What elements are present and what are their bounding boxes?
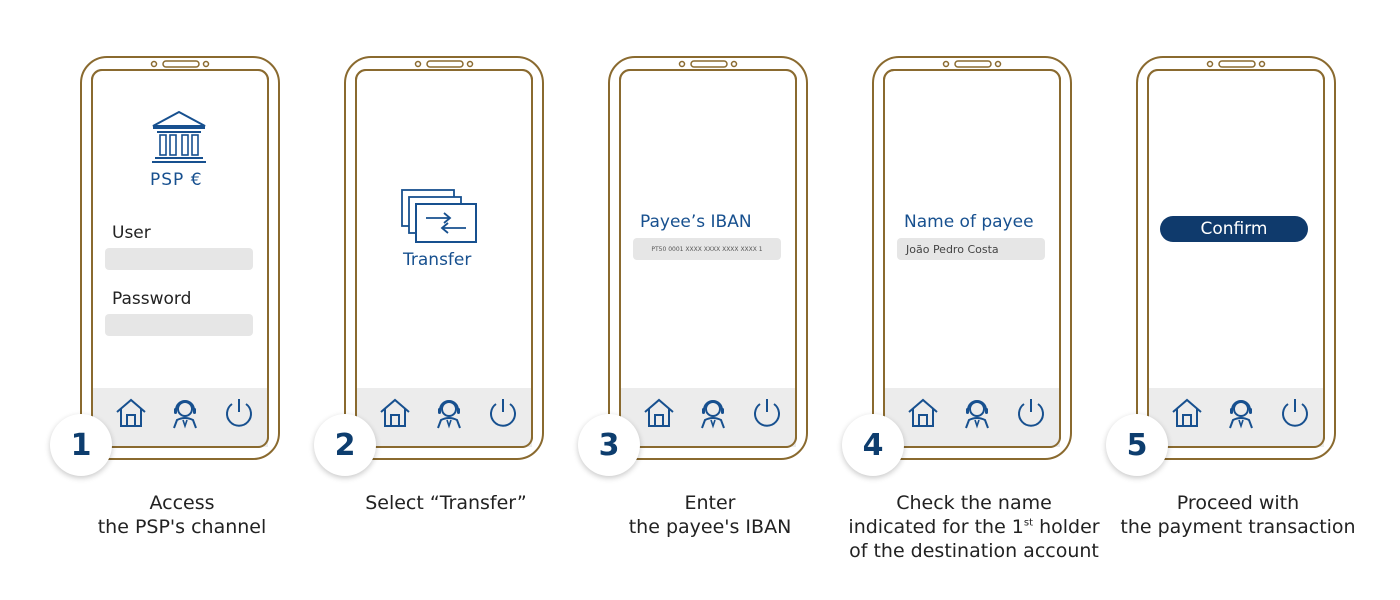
step-3: Payee’s IBAN PT50 0001 XXXX XXXX XXXX XX… (578, 0, 872, 600)
step-5: Confirm 5 Proceed with the payment trans… (1106, 0, 1400, 600)
step-number-badge: 2 (314, 414, 376, 476)
support-agent-icon[interactable] (696, 396, 730, 430)
nav-bar (108, 396, 288, 436)
user-input[interactable] (105, 248, 253, 270)
power-icon[interactable] (222, 396, 256, 430)
iban-title: Payee’s IBAN (640, 212, 752, 232)
home-icon[interactable] (642, 396, 676, 430)
bank-name: PSP € (150, 170, 203, 190)
step-caption: Enter the payee's IBAN (628, 492, 792, 538)
support-agent-icon[interactable] (960, 396, 994, 430)
step-4: Name of payee João Pedro Costa 4 Check t… (842, 0, 1136, 600)
nav-bar (900, 396, 1080, 436)
payee-name-field: João Pedro Costa (897, 238, 1045, 260)
step-caption: Check the name indicated for the 1st hol… (848, 492, 1100, 562)
support-agent-icon[interactable] (168, 396, 202, 430)
step-caption: Select “Transfer” (365, 492, 527, 514)
payee-title: Name of payee (904, 212, 1034, 232)
transfer-icon[interactable] (400, 188, 480, 244)
step-number-badge: 1 (50, 414, 112, 476)
step-1: PSP € User Password 1 Access the PSP's c… (50, 0, 344, 600)
home-icon[interactable] (1170, 396, 1204, 430)
support-agent-icon[interactable] (1224, 396, 1258, 430)
step-number-badge: 3 (578, 414, 640, 476)
phone-outline (344, 56, 544, 460)
transfer-label[interactable]: Transfer (403, 250, 472, 270)
phone-screen: Payee’s IBAN PT50 0001 XXXX XXXX XXXX XX… (608, 0, 872, 460)
power-icon[interactable] (750, 396, 784, 430)
password-label: Password (112, 289, 192, 309)
bank-icon (152, 110, 206, 163)
phone-screen: Transfer (344, 0, 608, 460)
iban-value: PT50 0001 XXXX XXXX XXXX XXXX 1 (651, 245, 763, 253)
password-input[interactable] (105, 314, 253, 336)
nav-bar (636, 396, 816, 436)
step-2: Transfer 2 Select “Transfer” (314, 0, 608, 600)
home-icon[interactable] (906, 396, 940, 430)
power-icon[interactable] (1278, 396, 1312, 430)
phone-screen: Confirm (1136, 0, 1400, 460)
home-icon[interactable] (378, 396, 412, 430)
support-agent-icon[interactable] (432, 396, 466, 430)
step-caption: Access the PSP's channel (97, 492, 267, 538)
user-label: User (112, 223, 151, 243)
payee-value: João Pedro Costa (906, 242, 999, 256)
phone-outline (1136, 56, 1336, 460)
home-icon[interactable] (114, 396, 148, 430)
nav-bar (372, 396, 552, 436)
nav-bar (1164, 396, 1344, 436)
power-icon[interactable] (1014, 396, 1048, 430)
step-number-badge: 4 (842, 414, 904, 476)
phone-screen: Name of payee João Pedro Costa (872, 0, 1136, 460)
confirm-button[interactable]: Confirm (1160, 216, 1308, 242)
power-icon[interactable] (486, 396, 520, 430)
step-number-badge: 5 (1106, 414, 1168, 476)
iban-input[interactable]: PT50 0001 XXXX XXXX XXXX XXXX 1 (633, 238, 781, 260)
phone-screen: PSP € User Password (80, 0, 344, 460)
step-caption: Proceed with the payment transaction (1120, 492, 1356, 538)
